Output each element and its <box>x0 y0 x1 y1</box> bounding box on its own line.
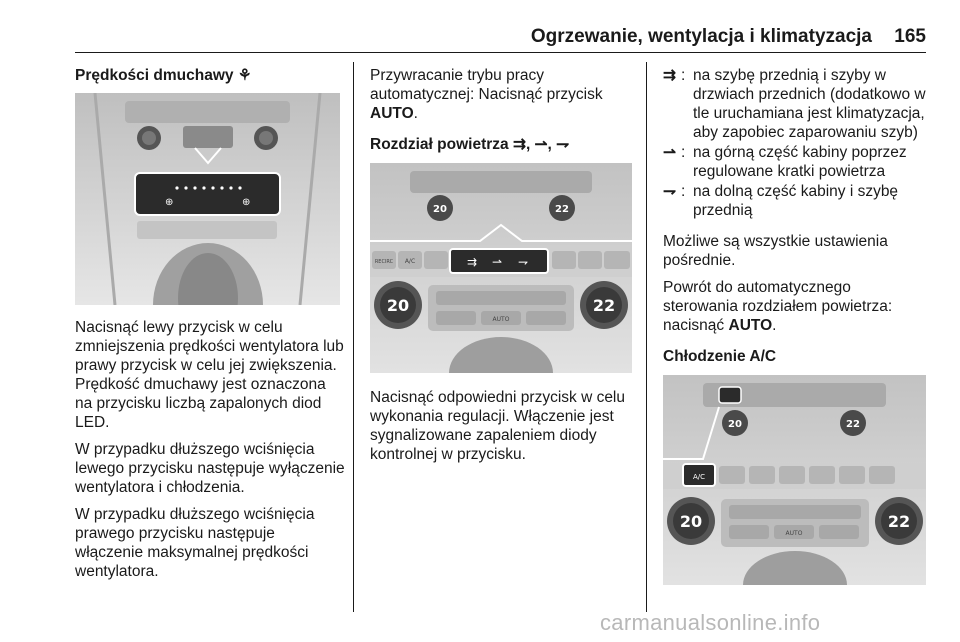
small-right-temp: 22 <box>555 204 569 215</box>
auto-restore-bold: AUTO <box>370 105 414 122</box>
air-distribution-para: Nacisnąć odpowiedni przycisk w celu wyko… <box>370 389 626 463</box>
column-1: Prędkości dmuchawy ⚘ <box>75 66 343 85</box>
windscreen-icon: ⇉ <box>663 67 676 84</box>
fan-speed-illustration: ⊕ ⊕ <box>75 93 340 305</box>
large-left-temp: 20 <box>387 296 409 315</box>
fan-speed-figure: ⊕ ⊕ <box>75 93 340 305</box>
column-divider-2 <box>646 62 647 612</box>
fig3-small-right-temp: 22 <box>846 419 860 430</box>
column-2-body: Nacisnąć odpowiedni przycisk w celu wyko… <box>370 388 638 464</box>
header-rule <box>75 52 926 53</box>
ac-cooling-illustration: 20 22 A/C 20 22 AUTO <box>663 375 926 585</box>
def-text-upper-cabin: na górną część kabiny poprzez regulowane… <box>693 144 907 180</box>
air-distribution-heading: Rozdział powietrza ⇉, ⇀, ⇁ <box>370 136 570 153</box>
header-title: Ogrzewanie, wentylacja i klimatyzacja <box>530 26 872 47</box>
intermediate-settings-para: Możliwe są wszystkie ustawienia pośredni… <box>663 233 888 269</box>
ac-button-label: A/C <box>693 473 705 481</box>
fig3-auto-label: AUTO <box>786 530 803 537</box>
column-3: ⇉ : na szybę przednią i szyby w drzwiach… <box>663 66 929 366</box>
svg-text:⊕: ⊕ <box>242 197 250 208</box>
column-divider-1 <box>353 62 354 612</box>
auto-distribution-text: Powrót do automatycznego sterowania rozd… <box>663 279 893 334</box>
svg-text:⇁: ⇁ <box>518 255 528 269</box>
air-distribution-figure: 20 22 RECIRC A/C ⇉ ⇀ ⇁ 20 22 AUTO <box>370 163 632 373</box>
ac-cooling-figure: 20 22 A/C 20 22 AUTO <box>663 375 926 585</box>
auto-restore-text: Przywracanie trybu pracy automatycznej: … <box>370 67 603 103</box>
watermark: carmanualsonline.info <box>600 610 821 635</box>
auto-restore-end: . <box>413 105 418 122</box>
auto-distribution-end: . <box>772 317 777 334</box>
column-1-body: Nacisnąć lewy przycisk w celu zmniejszen… <box>75 318 345 581</box>
auto-distribution-bold: AUTO <box>728 317 773 334</box>
def-text-footwell: na dolną część kabiny i szybę przednią <box>693 183 899 219</box>
svg-text:⇀: ⇀ <box>492 255 502 269</box>
footwell-icon: ⇁ <box>663 183 676 200</box>
btn-auto-label: AUTO <box>493 316 510 323</box>
def-text-windscreen: na szybę przednią i szyby w drzwiach prz… <box>693 67 926 141</box>
fig3-small-left-temp: 20 <box>728 419 742 430</box>
def-row-footwell: ⇁ : na dolną część kabiny i szybę przedn… <box>663 182 929 220</box>
auto-restore-para: Przywracanie trybu pracy automatycznej: … <box>370 66 638 123</box>
fan-speed-para-2: W przypadku dłuższego wciśnięcia lewego … <box>75 441 345 496</box>
fan-speed-heading: Prędkości dmuchawy ⚘ <box>75 67 252 84</box>
fan-speed-para-1: Nacisnąć lewy przycisk w celu zmniejszen… <box>75 319 344 431</box>
svg-text:⊕: ⊕ <box>165 197 173 208</box>
auto-distribution-para: Powrót do automatycznego sterowania rozd… <box>663 278 929 335</box>
svg-text:⇉: ⇉ <box>467 255 477 269</box>
btn-recirc-label: RECIRC <box>375 259 394 265</box>
page-number: 165 <box>894 26 926 47</box>
fig3-large-right-temp: 22 <box>888 512 910 531</box>
small-left-temp: 20 <box>433 204 447 215</box>
btn-ac-label: A/C <box>405 258 415 265</box>
fan-led-row <box>175 186 242 190</box>
fan-speed-para-3: W przypadku dłuższego wciśnięcia prawego… <box>75 506 315 580</box>
def-row-upper-cabin: ⇀ : na górną część kabiny poprzez regulo… <box>663 143 929 181</box>
upper-body-icon: ⇀ <box>663 144 676 161</box>
def-row-windscreen: ⇉ : na szybę przednią i szyby w drzwiach… <box>663 66 929 142</box>
column-2: Przywracanie trybu pracy automatycznej: … <box>370 66 638 154</box>
fig3-large-left-temp: 20 <box>680 512 702 531</box>
ac-cooling-heading: Chłodzenie A/C <box>663 348 777 365</box>
large-right-temp: 22 <box>593 296 615 315</box>
air-distribution-illustration: 20 22 RECIRC A/C ⇉ ⇀ ⇁ 20 22 AUTO <box>370 163 632 373</box>
